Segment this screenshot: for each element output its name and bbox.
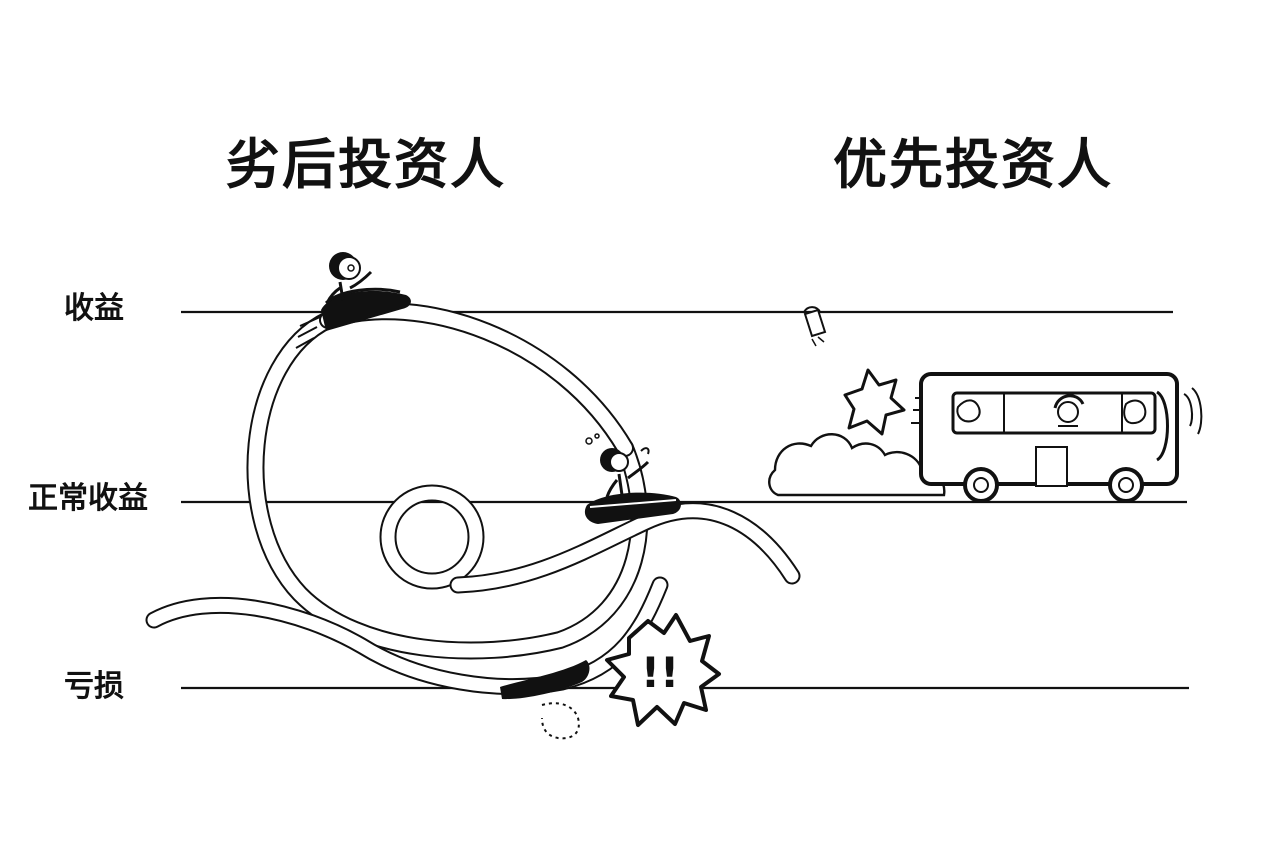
top-coaster-car: [295, 287, 411, 349]
senior-investor-title: 优先投资人: [833, 133, 1113, 196]
middle-rider-figure: [585, 433, 650, 498]
middle-coaster-car: [584, 492, 681, 524]
subordinate-investor-title: 劣后投资人: [226, 133, 506, 196]
bus-driver-figure: [1053, 394, 1085, 427]
burst-text: !!: [641, 648, 679, 697]
flying-coin-bag-icon: [803, 306, 827, 347]
bottom-coaster-car: [500, 660, 590, 740]
exclamation-burst-icon: !!: [605, 613, 721, 727]
level-label-top: 收益: [64, 291, 124, 326]
level-label-middle: 正常收益: [28, 481, 148, 516]
bus-impact-star-icon: [843, 368, 906, 436]
rollercoaster-track: [145, 302, 801, 695]
level-label-bottom: 亏损: [64, 669, 124, 704]
bus-vehicle: [911, 372, 1203, 503]
top-rider-figure: [325, 252, 373, 304]
bus-smoke-cloud-icon: [768, 433, 946, 497]
